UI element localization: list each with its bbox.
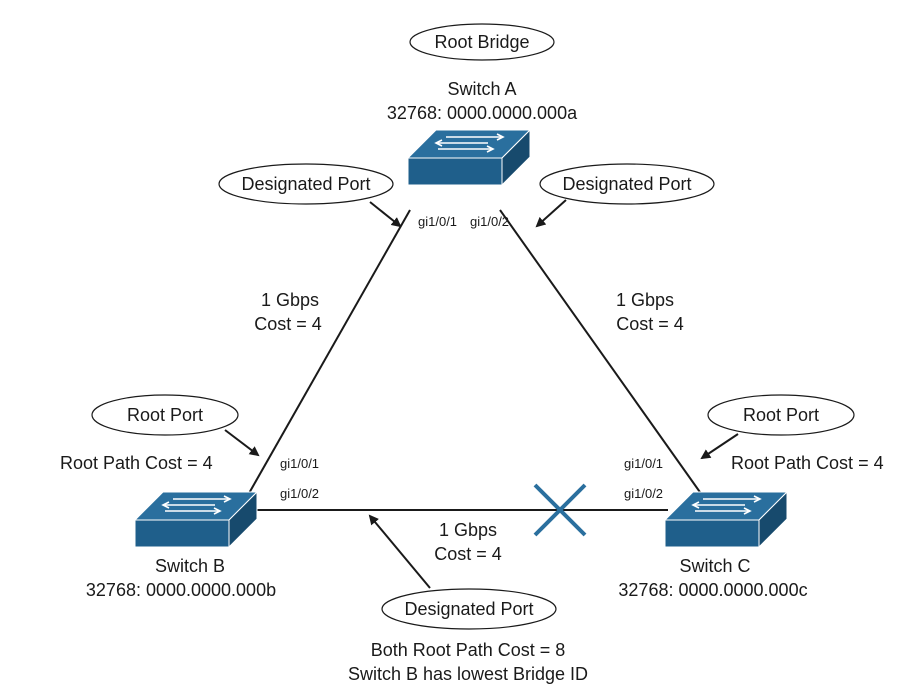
switch-icon bbox=[133, 490, 259, 549]
link-bc-cost: Cost = 4 bbox=[434, 544, 502, 564]
switch-a-port-left: gi1/0/1 bbox=[418, 214, 457, 229]
svg-text:Designated Port: Designated Port bbox=[241, 174, 370, 194]
switch-a-port-right: gi1/0/2 bbox=[470, 214, 509, 229]
root-bridge-label: Root Bridge bbox=[409, 23, 555, 61]
link-bc-speed: 1 Gbps bbox=[439, 520, 497, 540]
switch-a-name: Switch A bbox=[447, 79, 516, 99]
designated-port-a-left: Designated Port bbox=[218, 163, 394, 205]
switch-icon bbox=[406, 128, 532, 187]
blocked-port-x-icon bbox=[533, 483, 587, 537]
svg-text:Root Port: Root Port bbox=[743, 405, 819, 425]
switch-b-bridge-id: 32768: 0000.0000.000b bbox=[86, 580, 276, 600]
switch-b-root-path-cost: Root Path Cost = 4 bbox=[60, 453, 213, 473]
link-a-c bbox=[499, 209, 703, 496]
svg-text:Root Port: Root Port bbox=[127, 405, 203, 425]
link-a-b bbox=[247, 209, 411, 496]
arrow-designated-a-left bbox=[369, 201, 402, 228]
arrow-designated-a-right bbox=[535, 199, 567, 228]
switch-a-bridge-id: 32768: 0000.0000.000a bbox=[387, 103, 578, 123]
link-ac-cost: Cost = 4 bbox=[616, 314, 684, 334]
footnote-line-1: Both Root Path Cost = 8 bbox=[371, 640, 566, 660]
switch-c-name: Switch C bbox=[679, 556, 750, 576]
svg-text:Designated Port: Designated Port bbox=[404, 599, 533, 619]
arrow-designated-b bbox=[368, 514, 431, 589]
link-ab-cost: Cost = 4 bbox=[254, 314, 322, 334]
root-port-b: Root Port bbox=[91, 394, 239, 436]
switch-c-root-path-cost: Root Path Cost = 4 bbox=[731, 453, 884, 473]
switch-icon bbox=[663, 490, 789, 549]
switch-b-port-right: gi1/0/2 bbox=[280, 486, 319, 501]
switch-b-port-up: gi1/0/1 bbox=[280, 456, 319, 471]
switch-b-name: Switch B bbox=[155, 556, 225, 576]
footnote-line-2: Switch B has lowest Bridge ID bbox=[348, 664, 588, 684]
designated-port-b: Designated Port bbox=[381, 588, 557, 630]
switch-c-port-left: gi1/0/2 bbox=[624, 486, 663, 501]
arrow-root-port-b bbox=[224, 429, 260, 457]
svg-text:Root Bridge: Root Bridge bbox=[434, 32, 529, 52]
switch-c-bridge-id: 32768: 0000.0000.000c bbox=[618, 580, 807, 600]
designated-port-a-right: Designated Port bbox=[539, 163, 715, 205]
root-port-c: Root Port bbox=[707, 394, 855, 436]
svg-text:Designated Port: Designated Port bbox=[562, 174, 691, 194]
switch-c-port-up: gi1/0/1 bbox=[624, 456, 663, 471]
link-ab-speed: 1 Gbps bbox=[261, 290, 319, 310]
arrow-root-port-c bbox=[700, 433, 739, 460]
link-ac-speed: 1 Gbps bbox=[616, 290, 674, 310]
